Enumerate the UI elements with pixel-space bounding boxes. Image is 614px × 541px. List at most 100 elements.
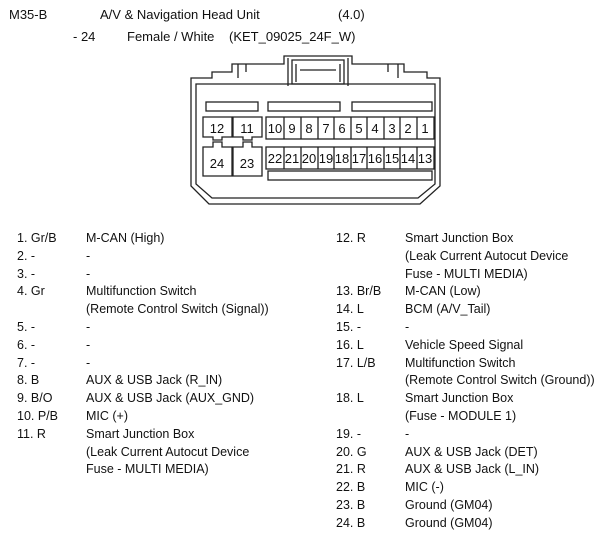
pin-label: 6. - — [17, 337, 36, 352]
pin-cavity-12 — [202, 116, 233, 141]
pin-description: MIC (-) — [405, 480, 444, 495]
pin-label: 20. G — [336, 444, 367, 459]
pin-row: (Remote Control Switch (Ground)) — [336, 372, 595, 390]
pin-description: (Remote Control Switch (Ground)) — [405, 373, 595, 388]
pin-row: 15. - - — [336, 319, 595, 337]
pin-number-20: 20 — [302, 151, 316, 166]
pin-number-1: 1 — [421, 121, 428, 136]
pin-description: M-CAN (High) — [86, 231, 165, 245]
pin-description: Multifunction Switch — [86, 284, 197, 299]
pin-row: Fuse - MULTI MEDIA) — [336, 266, 595, 284]
connector-latch — [287, 58, 349, 86]
pin-label: 16. L — [336, 337, 364, 352]
pin-description: - — [86, 337, 91, 352]
pin-label: 5. - — [17, 319, 36, 334]
pin-label: 19. - — [336, 426, 362, 441]
pin-description: (Fuse - MODULE 1) — [405, 408, 517, 423]
pin-row: (Fuse - MODULE 1) — [336, 408, 595, 426]
pin-number-12: 12 — [210, 121, 224, 136]
pin-description: Vehicle Speed Signal — [405, 337, 524, 352]
pin-row-top — [265, 116, 435, 140]
pin-label: 15. - — [336, 319, 362, 334]
connector-housing — [190, 55, 441, 205]
pin-description: - — [405, 426, 410, 441]
pin-number-23: 23 — [240, 156, 254, 171]
pin-row: 2. - - — [0, 248, 269, 266]
pin-label: 7. - — [17, 355, 36, 370]
pin-label: 2. - — [17, 248, 36, 263]
pin-label: 11. R — [17, 426, 46, 441]
pin-description: Fuse - MULTI MEDIA) — [86, 462, 209, 477]
pin-count: - 24 — [73, 29, 96, 44]
pin-number-18: 18 — [335, 151, 349, 166]
pin-number-3: 3 — [388, 121, 395, 136]
pin-description: M-CAN (Low) — [405, 284, 481, 299]
pin-cavity-23 — [232, 141, 263, 177]
pin-row: 10. P/B MIC (+) — [0, 408, 269, 426]
pin-row: 13. Br/B M-CAN (Low) — [336, 283, 595, 301]
connector-face-diagram: 12 11 10 9 8 7 6 5 4 3 2 1 24 23 22 21 2… — [190, 55, 441, 205]
pin-number-11: 11 — [240, 121, 254, 136]
component-name: A/V & Navigation Head Unit — [100, 7, 260, 22]
pin-label — [336, 266, 405, 284]
pin-row: 20. G AUX & USB Jack (DET) — [336, 444, 595, 462]
pin-row: Fuse - MULTI MEDIA) — [0, 461, 269, 479]
pin-number-6: 6 — [338, 121, 345, 136]
pin-number-9: 9 — [288, 121, 295, 136]
pin-number-14: 14 — [401, 151, 415, 166]
pin-label: 8. B — [17, 373, 40, 388]
pin-description: MIC (+) — [86, 408, 129, 423]
pin-row: 19. - - — [336, 426, 595, 444]
pin-description: - — [86, 355, 91, 370]
pin-description: Multifunction Switch — [405, 355, 516, 370]
pin-number-5: 5 — [355, 121, 362, 136]
pin-number-10: 10 — [268, 121, 282, 136]
pin-row: 6. - - — [0, 337, 269, 355]
part-number: (KET_09025_24F_W) — [229, 29, 356, 44]
pin-description: Ground (GM04) — [405, 515, 493, 530]
pin-label: 18. L — [336, 391, 364, 406]
pin-label: 17. L/B — [336, 355, 376, 370]
pin-description: (Leak Current Autocut Device — [86, 444, 250, 459]
pin-label — [336, 248, 405, 266]
pin-label: 3. - — [17, 266, 36, 281]
pin-row: (Leak Current Autocut Device — [0, 444, 269, 462]
pin-row-bottom — [265, 146, 435, 170]
pin-description: (Remote Control Switch (Signal)) — [86, 302, 269, 317]
pin-description: AUX & USB Jack (DET) — [405, 444, 538, 459]
pin-label: 10. P/B — [17, 408, 58, 423]
pin-number-16: 16 — [368, 151, 382, 166]
pin-row: (Remote Control Switch (Signal)) — [0, 301, 269, 319]
pin-number-4: 4 — [371, 121, 378, 136]
pin-label: 23. B — [336, 497, 366, 512]
pin-cavity-24 — [202, 141, 233, 177]
pin-label — [336, 372, 405, 390]
connector-gender-color: Female / White — [127, 29, 215, 44]
pin-number-13: 13 — [418, 151, 432, 166]
pin-number-22: 22 — [268, 151, 282, 166]
pin-description: Smart Junction Box — [86, 426, 195, 441]
pin-description: - — [86, 266, 91, 281]
pin-description: - — [405, 319, 410, 334]
pin-description: - — [86, 248, 91, 263]
pin-description: - — [86, 319, 91, 334]
pin-row: 17. L/B Multifunction Switch — [336, 355, 595, 373]
pin-label: 13. Br/B — [336, 284, 382, 299]
pin-row: 7. - - — [0, 355, 269, 373]
pin-label: 4. Gr — [17, 284, 45, 299]
pin-description: BCM (A/V_Tail) — [405, 302, 491, 317]
pin-label — [0, 301, 86, 319]
pin-label: 9. B/O — [17, 391, 53, 406]
pin-description: Fuse - MULTI MEDIA) — [405, 266, 528, 281]
pin-number-19: 19 — [319, 151, 333, 166]
pin-row: 16. L Vehicle Speed Signal — [336, 337, 595, 355]
connector-id: M35-B — [9, 7, 48, 22]
pin-number-17: 17 — [352, 151, 366, 166]
